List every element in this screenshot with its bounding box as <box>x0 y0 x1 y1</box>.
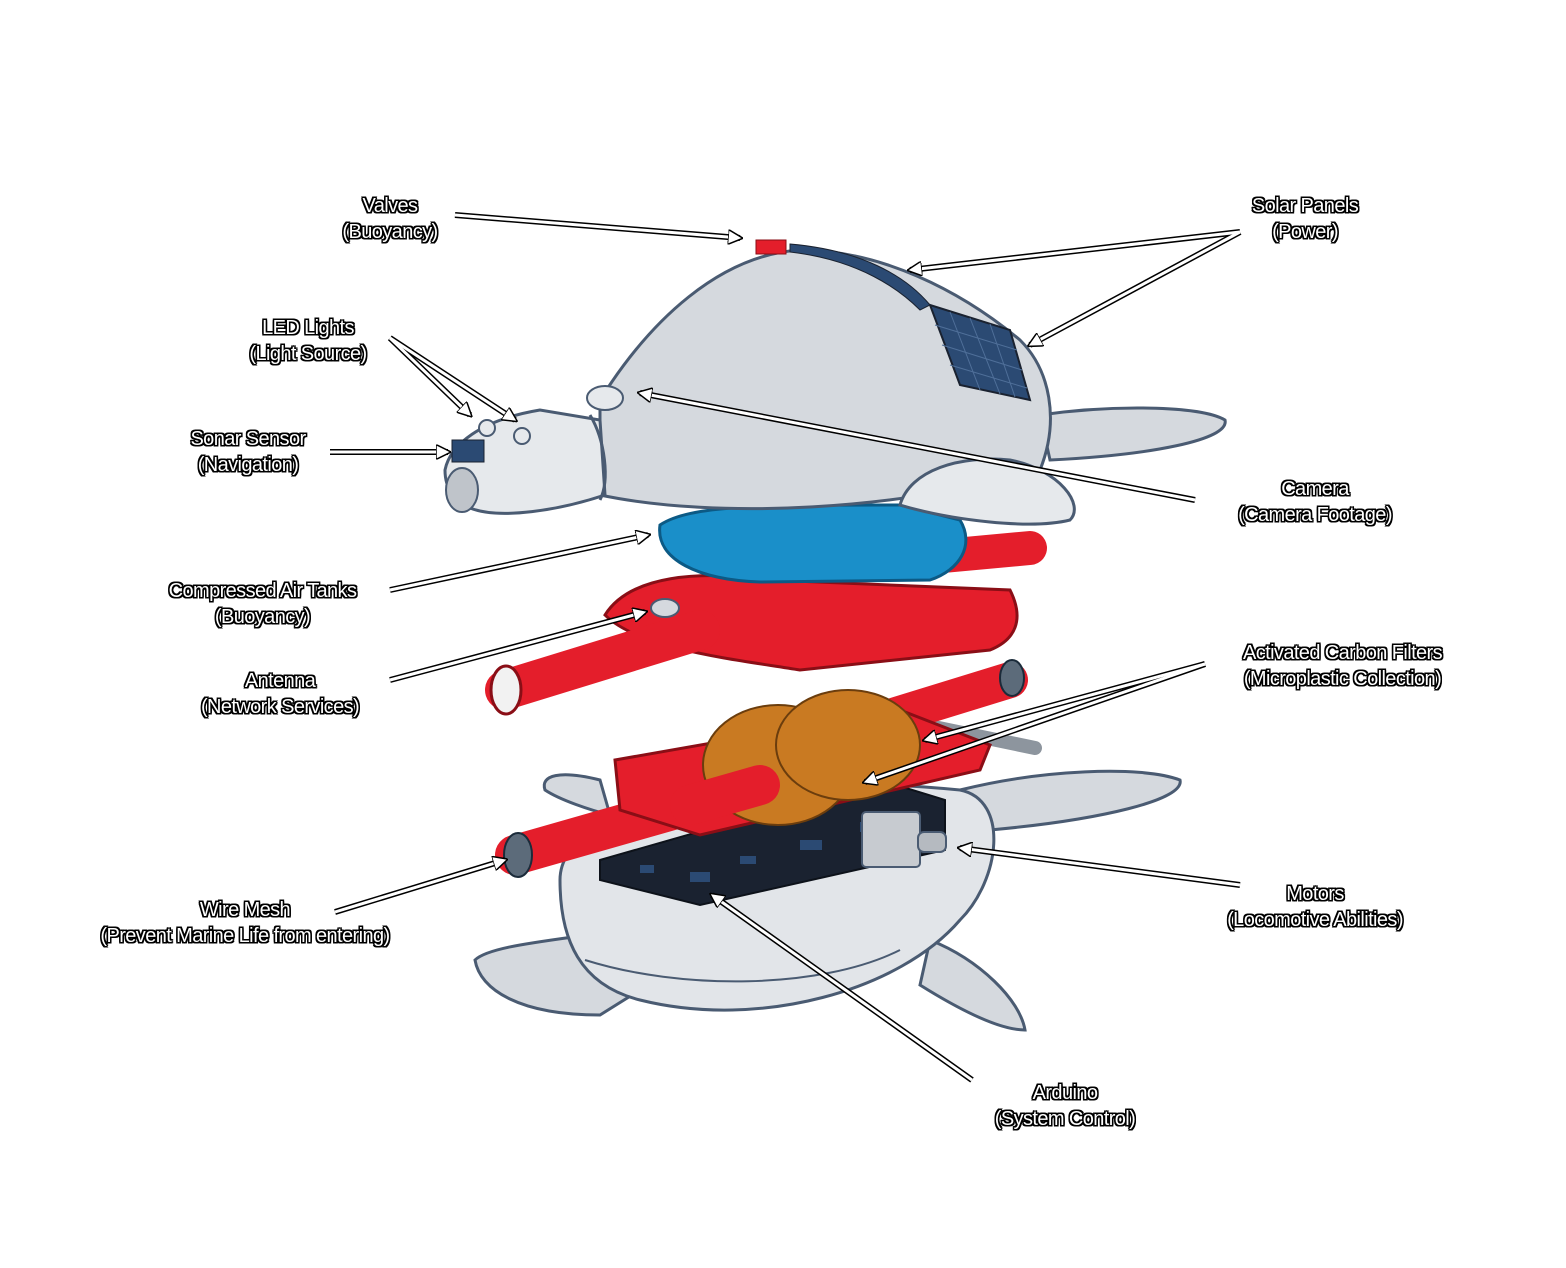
label-motors-desc: (Locomotive Abilities) <box>1227 909 1403 931</box>
compressed-air-tank-blue <box>658 503 968 584</box>
label-arduino-name: Arduino <box>1032 1082 1098 1104</box>
top-flipper-rear <box>1038 406 1227 462</box>
top-shell <box>443 239 1227 526</box>
arrow-icon <box>454 213 740 238</box>
led-light-right <box>513 427 531 445</box>
camera-housing <box>586 385 624 411</box>
label-led-name: LED Lights <box>262 317 354 339</box>
label-solar-desc: (Power) <box>1272 221 1338 243</box>
air-tube-opening <box>489 664 523 716</box>
bottom-flipper-right-front <box>957 769 1182 832</box>
air-tube-left <box>485 610 720 710</box>
tube-front-right <box>670 765 780 825</box>
label-compressed-air-tanks: Compressed Air Tanks (Buoyancy) <box>135 578 390 630</box>
motor-shaft <box>917 831 947 853</box>
label-wire-mesh: Wire Mesh (Prevent Marine Life from ente… <box>55 897 435 949</box>
bottom-shell-rim <box>584 949 901 983</box>
arrow-icon <box>640 393 1196 502</box>
label-camera-name: Camera <box>1281 478 1349 500</box>
label-sonar-name: Sonar Sensor <box>190 428 306 450</box>
label-valves-desc: (Buoyancy) <box>342 221 438 243</box>
label-camera: Camera (Camera Footage) <box>1210 476 1420 528</box>
arrow-icon <box>865 662 1206 782</box>
wire-mesh-cap <box>503 832 533 878</box>
arrow-icon <box>910 230 1241 270</box>
label-led-desc: (Light Source) <box>249 343 367 365</box>
arrow-icon <box>925 662 1206 740</box>
label-motors-name: Motors <box>1286 883 1344 905</box>
bottom-flipper-right-rear <box>918 937 1027 1032</box>
valve-top <box>755 239 787 255</box>
arrow-icon <box>712 895 973 1082</box>
arrow-icon <box>389 612 645 682</box>
label-antenna-name: Antenna <box>244 670 316 692</box>
label-sonar-sensor: Sonar Sensor (Navigation) <box>168 426 328 478</box>
label-wire-name: Wire Mesh <box>199 899 291 921</box>
arrow-icon <box>1030 230 1241 345</box>
label-motors: Motors (Locomotive Abilities) <box>1195 881 1435 933</box>
label-carbon-name: Activated Carbon Filters <box>1242 642 1443 664</box>
label-valves-name: Valves <box>362 195 419 217</box>
label-arduino: Arduino (System Control) <box>965 1080 1165 1132</box>
label-wire-desc: (Prevent Marine Life from entering) <box>100 925 390 947</box>
antenna-knob <box>650 598 680 618</box>
label-solar-panels: Solar Panels (Power) <box>1225 193 1385 245</box>
label-camera-desc: (Camera Footage) <box>1238 504 1392 526</box>
led-light-left <box>478 419 496 437</box>
label-valves: Valves (Buoyancy) <box>330 193 450 245</box>
carbon-filter-right <box>775 689 921 801</box>
label-sonar-desc: (Navigation) <box>197 454 299 476</box>
arrow-icon <box>388 336 470 415</box>
label-carbon-desc: (Microplastic Collection) <box>1243 668 1442 690</box>
label-led-lights: LED Lights (Light Source) <box>228 315 388 367</box>
solar-panel-grid <box>928 303 1032 402</box>
top-flipper-front <box>898 457 1076 526</box>
solar-panel-cells <box>934 311 1028 398</box>
label-antenna-desc: (Network Services) <box>200 696 360 718</box>
label-arduino-desc: (System Control) <box>994 1108 1136 1130</box>
label-air-name: Compressed Air Tanks <box>168 580 357 602</box>
arrow-icon <box>389 336 515 420</box>
bottom-flipper-left-front <box>542 773 613 818</box>
mouth-opening <box>445 467 479 513</box>
arrow-icon <box>334 860 505 914</box>
internal-tray <box>495 659 1042 907</box>
label-activated-carbon-filters: Activated Carbon Filters (Microplastic C… <box>1210 640 1475 692</box>
arrow-icon <box>960 848 1241 887</box>
arrow-icon <box>389 535 648 592</box>
label-air-desc: (Buoyancy) <box>214 606 311 628</box>
label-solar-name: Solar Panels <box>1251 195 1359 217</box>
label-antenna: Antenna (Network Services) <box>175 668 385 720</box>
wire-mesh-cap-rear <box>999 659 1025 697</box>
callout-arrows-fill <box>330 213 1241 1082</box>
sonar-sensor <box>451 439 485 463</box>
neck-ring <box>588 414 607 501</box>
air-tank-layer <box>485 503 1047 716</box>
motor-body <box>861 811 921 868</box>
